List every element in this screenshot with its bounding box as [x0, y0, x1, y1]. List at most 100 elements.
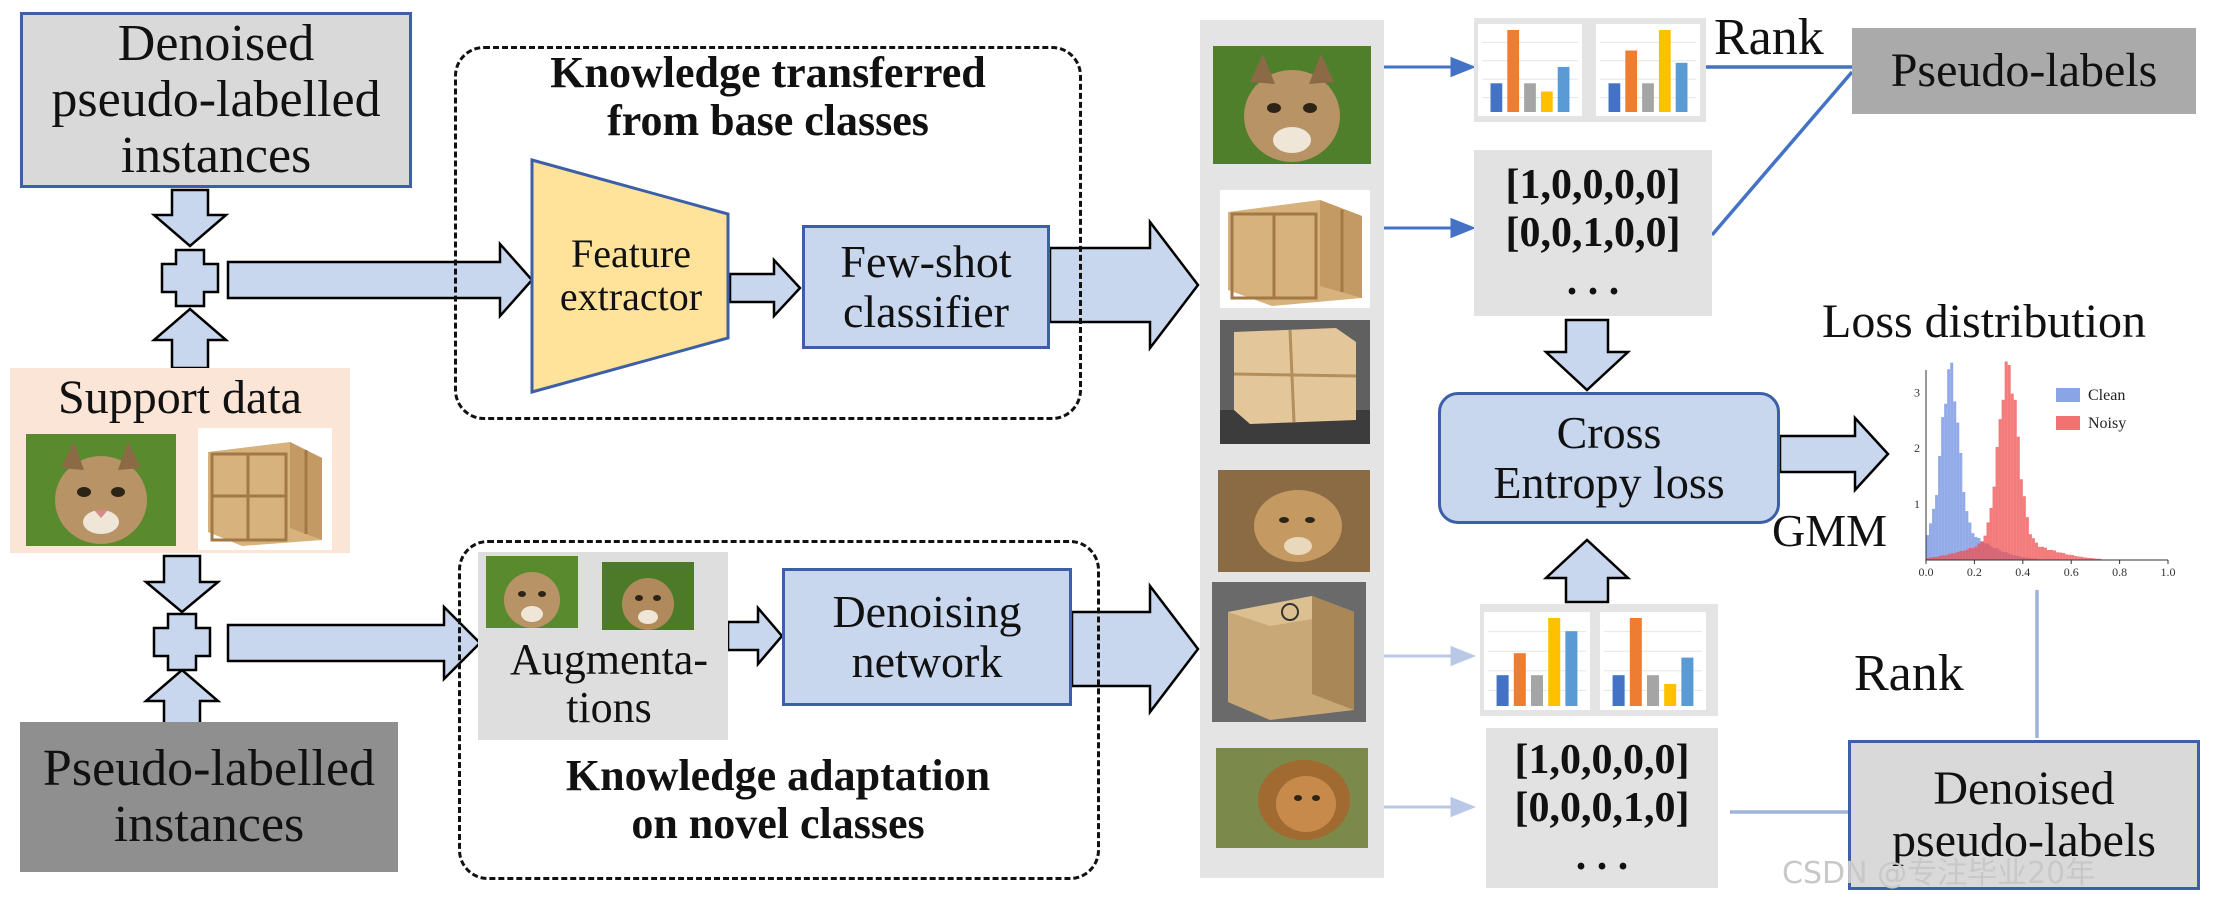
bar	[1646, 675, 1660, 706]
knowledge-adaptation-title: Knowledge adaptation on novel classes	[565, 751, 991, 848]
bar	[1608, 83, 1621, 112]
histogram-bar-noisy	[2010, 393, 2014, 560]
histogram-bar-noisy	[2077, 556, 2081, 560]
histogram-bar-noisy	[2034, 542, 2038, 560]
histogram-bar-noisy	[1992, 486, 1996, 560]
augmentations-label: Augmenta- tions	[510, 635, 708, 732]
histogram-bar-noisy	[1977, 543, 1981, 560]
vector-box-top: [1,0,0,0,0] [0,0,1,0,0] . . .	[1474, 150, 1712, 316]
histogram-bar-noisy	[1965, 549, 1969, 560]
histogram-bar-noisy	[2013, 399, 2017, 560]
arrow-bars-to-loss	[1542, 538, 1632, 604]
histogram-bar-noisy	[2056, 552, 2060, 560]
support-crate-image	[198, 428, 332, 550]
bar	[1629, 618, 1642, 706]
histogram-bar-noisy	[2037, 546, 2041, 560]
histogram-bar-clean	[1938, 455, 1942, 560]
denoising-network-box: Denoising network	[782, 568, 1072, 706]
bar-chart-bottom-2	[1600, 612, 1706, 710]
histogram-bar-clean	[1944, 403, 1948, 560]
knowledge-adaptation-module	[458, 540, 1100, 880]
strip-crate-image	[1220, 190, 1370, 308]
histogram-bar-clean	[1941, 417, 1945, 560]
rank-label-bottom: Rank	[1854, 645, 1964, 702]
support-data-label: Support data	[58, 371, 302, 424]
histogram-bar-noisy	[1929, 557, 1933, 560]
arrow-up-pseudo	[142, 668, 222, 730]
cross-entropy-loss-box: Cross Entropy loss	[1438, 392, 1780, 524]
bar	[1540, 91, 1553, 112]
histogram-x-tick: 0.2	[1967, 565, 1982, 579]
histogram-bar-noisy	[2028, 534, 2032, 560]
bar	[1496, 675, 1509, 706]
support-cougar-image	[26, 434, 176, 546]
bar	[1658, 30, 1671, 112]
histogram-bar-noisy	[2001, 399, 2005, 560]
histogram-bar-noisy	[1947, 554, 1951, 560]
histogram-bar-clean	[1947, 369, 1951, 560]
legend-label: Clean	[2088, 387, 2125, 404]
bar-chart-top-2	[1596, 24, 1700, 116]
histogram-bar-noisy	[2089, 557, 2093, 560]
bar	[1548, 618, 1561, 706]
knowledge-transfer-title: Knowledge transferred from base classes	[550, 48, 986, 145]
arrow-down-denoised	[150, 188, 230, 248]
strip-cougar-image	[1213, 46, 1371, 164]
histogram-bar-noisy	[2086, 557, 2090, 560]
histogram-bar-noisy	[1935, 556, 1939, 560]
arrow-augment-to-denoise	[726, 604, 784, 668]
strip-lion-image	[1216, 748, 1368, 848]
augmented-cougar-image-2	[602, 562, 694, 630]
histogram-bar-noisy	[2022, 496, 2026, 560]
histogram-bar-noisy	[1974, 546, 1978, 560]
bar	[1625, 50, 1638, 112]
vector-box-bottom: [1,0,0,0,0] [0,0,0,1,0] . . .	[1486, 728, 1718, 888]
histogram-x-tick: 0.6	[2064, 565, 2079, 579]
histogram-bar-noisy	[1932, 557, 1936, 560]
histogram-x-tick: 1.0	[2161, 565, 2176, 579]
bar	[1612, 675, 1625, 706]
histogram-bar-noisy	[2092, 558, 2096, 560]
legend-swatch	[2056, 416, 2080, 430]
histogram-bar-clean	[1956, 422, 1960, 560]
histogram-x-tick: 0.4	[2015, 565, 2030, 579]
histogram-bar-noisy	[1941, 555, 1945, 560]
histogram-bar-noisy	[2098, 558, 2102, 560]
histogram-bar-noisy	[1968, 547, 1972, 560]
histogram-x-tick: 0.0	[1919, 565, 1934, 579]
histogram-bar-noisy	[2065, 554, 2069, 560]
histogram-bar-clean	[1962, 492, 1966, 560]
histogram-bar-noisy	[1980, 541, 1984, 560]
histogram-bar-noisy	[1989, 507, 1993, 560]
pseudo-labels-box: Pseudo-labels	[1852, 28, 2196, 114]
knowledge-transfer-module	[454, 46, 1082, 420]
histogram-bar-noisy	[2083, 557, 2087, 560]
plus-top	[160, 248, 220, 308]
histogram-bar-clean	[1932, 508, 1936, 560]
arrow-classifier-to-images	[1048, 218, 1200, 352]
feature-extractor	[530, 158, 730, 394]
bar	[1524, 83, 1536, 112]
bar	[1675, 62, 1688, 112]
bar	[1530, 675, 1544, 706]
histogram-bar-noisy	[2007, 365, 2011, 560]
histogram-bar-clean	[1959, 452, 1963, 560]
histogram-bar-noisy	[2074, 556, 2078, 560]
pseudo-instances-box: Pseudo-labelled instances	[20, 722, 398, 872]
histogram-bar-noisy	[1950, 553, 1954, 560]
denoised-pseudo-labels-box: Denoised pseudo-labels	[1848, 740, 2200, 890]
bar-chart-top-1	[1478, 24, 1582, 116]
histogram-bar-clean	[1971, 533, 1975, 560]
histogram-bar-clean	[1953, 401, 1957, 560]
histogram-bar-clean	[1950, 362, 1954, 560]
histogram-bar-noisy	[2062, 552, 2066, 560]
histogram-y-tick: 3	[1914, 385, 1920, 399]
support-data-panel: Support data	[10, 368, 350, 553]
denoised-instances-box: Denoised pseudo-labelled instances	[20, 12, 412, 188]
bar	[1507, 30, 1520, 112]
arrow-up-support-top	[150, 307, 230, 370]
histogram-bar-noisy	[2080, 556, 2084, 560]
histogram-bar-noisy	[1944, 555, 1948, 560]
